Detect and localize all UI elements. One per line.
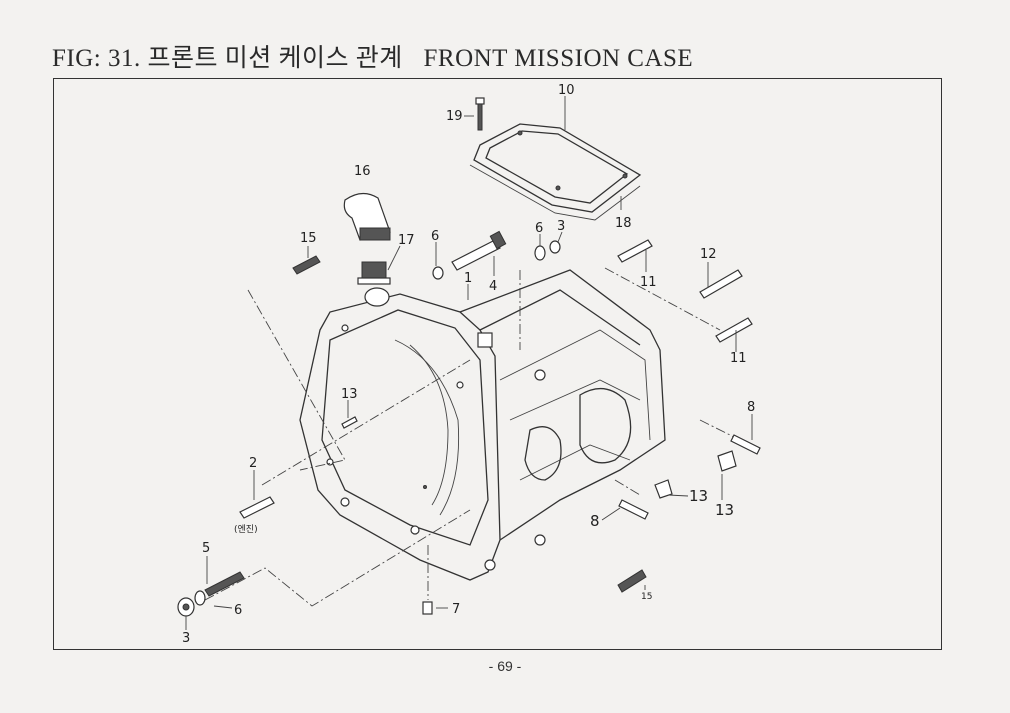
bolt-15-lower-part (617, 569, 647, 593)
diagram-frame (53, 78, 942, 650)
callout-2: 2 (249, 456, 257, 471)
elbow-hose-16-part (343, 192, 391, 241)
callout-8: 8 (590, 512, 600, 530)
bolt-5-assembly (177, 571, 245, 617)
callout-1: 1 (464, 271, 472, 286)
callout-16: 16 (354, 164, 371, 179)
figure-title: FIG: 31. 프론트 미션 케이스 관계 FRONT MISSION CAS… (52, 38, 693, 74)
breather-cap-17-part (357, 261, 391, 285)
callout-7: 7 (452, 602, 460, 617)
callout-3: 3 (557, 219, 565, 234)
callout-8: 8 (747, 400, 755, 415)
callout-labels: 19 10 16 18 15 17 6 6 3 1 4 11 12 11 13 … (182, 83, 755, 646)
callout-5: 5 (202, 541, 210, 556)
front-mission-case-body (299, 269, 666, 581)
callout-12: 12 (700, 247, 717, 262)
callout-6: 6 (535, 221, 543, 236)
drain-plug-7-part (422, 601, 433, 615)
callout-engine: (엔진) (234, 524, 258, 535)
bolt-15-part (292, 255, 321, 275)
callout-15: 15 (300, 231, 317, 246)
long-bolt-4-part (432, 230, 507, 280)
leader-lines (185, 96, 753, 630)
callout-3: 3 (182, 631, 190, 646)
callout-19: 19 (446, 109, 463, 124)
callout-17: 17 (398, 233, 415, 248)
callout-11: 11 (640, 275, 657, 290)
figure-number: FIG: 31. (52, 45, 141, 72)
callout-6: 6 (431, 229, 439, 244)
callout-10: 10 (558, 83, 575, 98)
callout-11: 11 (730, 351, 747, 366)
callout-13: 13 (341, 387, 358, 402)
dowel-pins-and-studs (341, 416, 761, 520)
cover-gasket-part (469, 123, 642, 221)
callout-6: 6 (234, 603, 242, 618)
bolt-19-part (475, 97, 485, 131)
callout-18: 18 (615, 216, 632, 231)
callout-13: 13 (715, 501, 734, 519)
assembly-guide-lines (204, 267, 741, 607)
callout-4: 4 (489, 279, 497, 294)
stud-11-12-parts (617, 239, 753, 343)
callout-15: 15 (641, 592, 652, 602)
washer-nut-part (534, 240, 561, 261)
figure-title-korean: 프론트 미션 케이스 관계 (147, 45, 403, 72)
callout-13: 13 (689, 487, 708, 505)
page-number: - 69 - (488, 658, 522, 674)
figure-title-english: FRONT MISSION CASE (423, 45, 694, 72)
stud-2-part (239, 496, 275, 519)
